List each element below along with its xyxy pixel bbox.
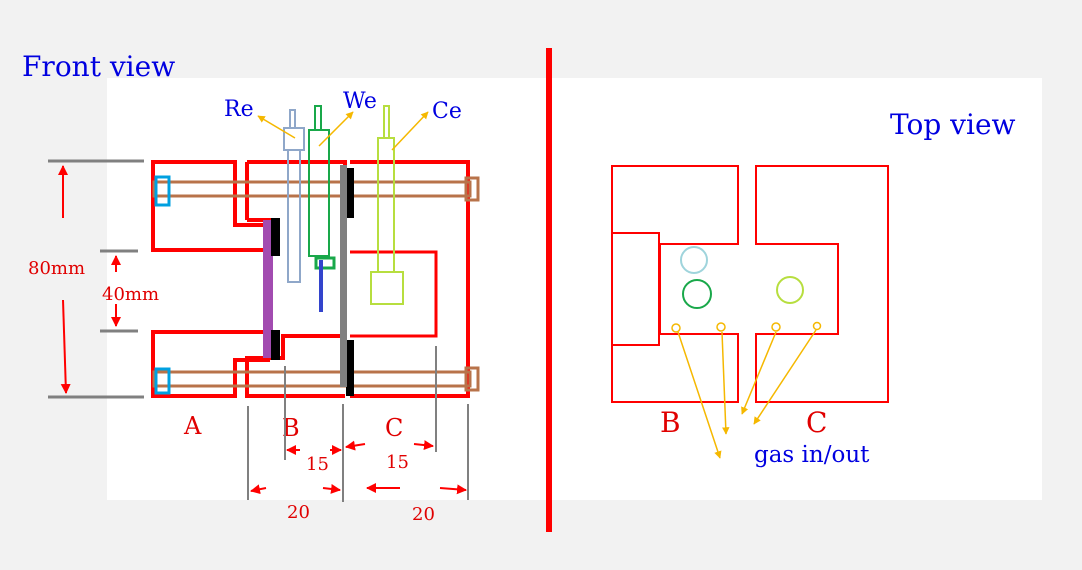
re-port (680, 246, 708, 274)
top-panel (552, 78, 1042, 500)
width-c-outer-label: 20 (412, 504, 435, 525)
top-section-c-label: C (806, 406, 827, 439)
separator-plate (340, 165, 347, 387)
top-view-membrane-plate (611, 232, 660, 346)
top-rod-nut (464, 176, 480, 202)
gas-in-out-label: gas in/out (754, 442, 870, 468)
membrane (263, 220, 273, 358)
bottom-tie-rod (152, 370, 472, 388)
section-a-label: A (183, 412, 202, 440)
width-b-outer-label: 20 (287, 502, 310, 523)
section-c-frame (350, 160, 470, 398)
height-80-label: 80mm (28, 258, 85, 279)
ce-label: Ce (432, 99, 462, 124)
gas-port-1 (671, 323, 681, 333)
front-panel (107, 78, 547, 500)
bottom-rod-nut (464, 366, 480, 392)
gasket-bottom-left (271, 330, 280, 360)
gasket-top-right (346, 168, 354, 218)
height-40-label: 40mm (102, 284, 159, 305)
top-view-section-c (755, 165, 889, 403)
gas-port-2 (716, 322, 726, 332)
ce-electrode-mesh (370, 271, 404, 305)
we-electrode-tube (308, 129, 330, 257)
top-rod-cap (154, 175, 171, 207)
top-section-b-label: B (660, 406, 681, 439)
section-c-label: C (385, 414, 403, 442)
bottom-rod-cap (154, 367, 171, 395)
we-label: We (343, 89, 377, 114)
top-view-title: Top view (890, 108, 1016, 141)
we-port (682, 279, 712, 309)
gasket-top-left (271, 218, 280, 256)
height-80-arrow-down (60, 299, 71, 394)
section-b-label: B (282, 414, 300, 442)
front-view-title: Front view (22, 50, 175, 83)
top-tie-rod (152, 180, 472, 198)
width-c-inner-label: 15 (386, 452, 409, 473)
gas-port-3 (771, 322, 781, 332)
re-electrode-tube (287, 149, 301, 283)
width-b-inner-label: 15 (306, 454, 329, 475)
gasket-bottom-right (346, 340, 354, 396)
ce-port (776, 276, 804, 304)
we-electrode-clip (314, 256, 336, 270)
gas-port-4 (812, 321, 822, 331)
re-label: Re (224, 97, 254, 122)
